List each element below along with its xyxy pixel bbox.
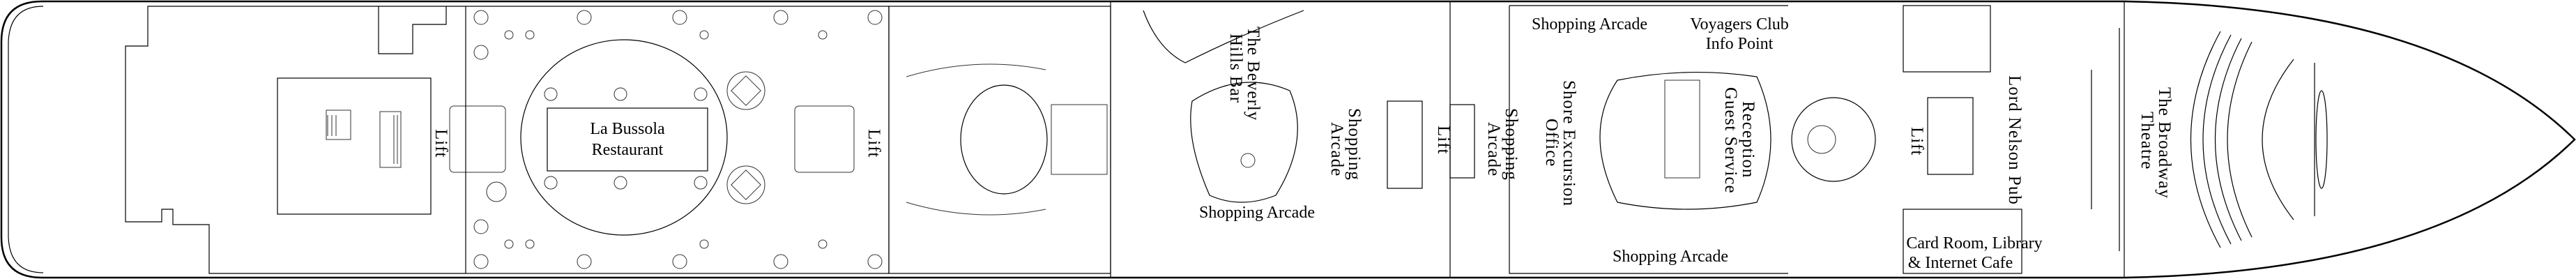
label-lift-aft: Lift xyxy=(432,129,450,158)
restaurant-tables xyxy=(473,10,883,269)
label-card-room-2: & Internet Cafe xyxy=(1908,254,2013,272)
aft-lift-lobby xyxy=(277,77,432,215)
label-shopping-arcade-port-1: Shopping xyxy=(1345,108,1364,181)
reception-area xyxy=(1599,72,1771,210)
round-dining-area xyxy=(960,84,1048,195)
theatre-seating xyxy=(2190,31,2328,248)
label-shopping-arcade-stbd-2: Arcade xyxy=(1484,122,1503,176)
label-shopping-arcade-port-2: Arcade xyxy=(1327,122,1346,176)
label-lord-nelson-pub: Lord Nelson Pub xyxy=(2005,75,2024,205)
label-reception-1: Reception xyxy=(1739,101,1758,178)
restaurant-area xyxy=(465,6,890,274)
label-la-bussola-1: La Bussola xyxy=(590,120,665,138)
hull-inner-line xyxy=(8,6,44,273)
label-voyagers-club-1: Voyagers Club xyxy=(1690,15,1789,33)
label-shore-excursion-2: Office xyxy=(1542,119,1561,167)
label-broadway-theatre-2: Theatre xyxy=(2137,112,2156,169)
restaurant-oval xyxy=(520,39,728,236)
label-lift-mid: Lift xyxy=(1434,126,1453,155)
label-la-bussola-2: Restaurant xyxy=(592,141,664,159)
label-shopping-arcade-bar: Shopping Arcade xyxy=(1199,204,1315,222)
label-shore-excursion-1: Shore Excursion xyxy=(1560,80,1578,206)
label-lift-fwd: Lift xyxy=(1907,127,1926,156)
label-beverly-hills-2: Hills Bar xyxy=(1226,33,1245,103)
label-broadway-theatre-1: The Broadway xyxy=(2155,87,2174,199)
label-reception-2: Guest Service xyxy=(1721,87,1740,194)
mid-aft-lift-shaft xyxy=(794,105,855,173)
atrium xyxy=(1791,97,1876,182)
label-shopping-arcade-top: Shopping Arcade xyxy=(1532,15,1647,33)
aft-deck-outline xyxy=(125,6,466,274)
label-shopping-arcade-stbd-1: Shopping xyxy=(1502,108,1521,181)
label-card-room-1: Card Room, Library xyxy=(1906,234,2042,252)
label-voyagers-club-2: Info Point xyxy=(1706,35,1774,53)
dining-room-forward xyxy=(888,6,1111,274)
label-beverly-hills-1: The Beverly xyxy=(1244,27,1263,121)
label-shopping-arcade-bottom: Shopping Arcade xyxy=(1613,248,1728,266)
beverly-hills-bar-outline xyxy=(1143,10,1304,63)
restaurant-center-counter xyxy=(547,107,708,172)
aft-stairs xyxy=(327,115,402,164)
label-lift-mid-aft: Lift xyxy=(864,129,883,158)
